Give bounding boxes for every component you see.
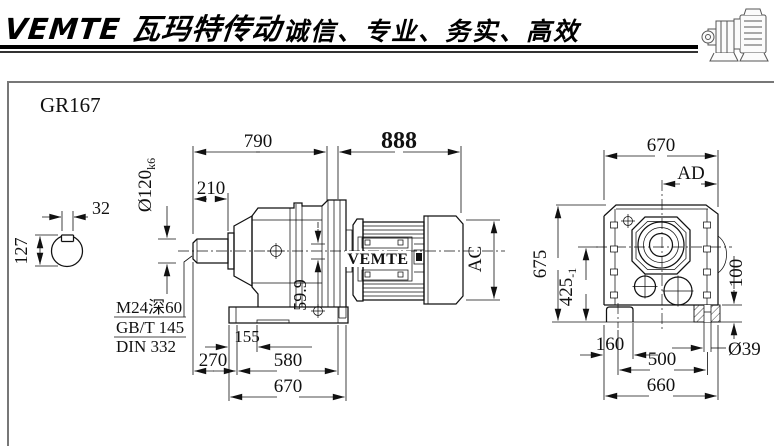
dim-790: 790: [244, 131, 273, 152]
gearmotor-logo-icon: [701, 8, 769, 62]
dim-425: 425-1: [556, 268, 579, 307]
dim-580: 580: [274, 350, 303, 371]
dim-160: 160: [596, 334, 625, 355]
dim-ac: AC: [465, 246, 486, 272]
tap-note-line2: GB/T 145: [116, 318, 184, 337]
motor-brand-label: VEMTE: [347, 251, 408, 268]
header-divider-thick: [0, 45, 698, 49]
dim-shaft-diameter: Ø120k6: [135, 158, 158, 212]
dim-670-side: 670: [274, 376, 303, 397]
dim-59-9: 59.9: [290, 279, 310, 311]
dim-675: 675: [530, 250, 551, 279]
brand-slogan: 诚信、专业、务实、高效: [283, 17, 581, 46]
dim-210: 210: [197, 178, 226, 199]
dim-key-height: 127: [11, 238, 31, 265]
dim-500: 500: [648, 349, 677, 370]
dim-670-end: 670: [647, 135, 676, 156]
model-label: GR167: [40, 93, 101, 117]
dim-660: 660: [647, 375, 676, 396]
oil-plug-icon: [267, 243, 285, 259]
rib-marks: [610, 221, 711, 299]
drain-plug-icon: [311, 304, 325, 318]
header-divider-thin: [0, 51, 698, 53]
end-view: 670 AD 675 425-1 100 160: [530, 135, 761, 400]
dim-270: 270: [199, 350, 228, 371]
sheet-frame: [7, 81, 774, 446]
dim-155: 155: [234, 327, 260, 346]
dim-888-highlight: 888: [381, 128, 417, 154]
tap-note-line1: M24深60: [116, 298, 182, 317]
shaft-section-view: 32 127: [11, 198, 110, 268]
tap-note-line3: DIN 332: [116, 337, 176, 356]
dim-ad: AD: [677, 163, 704, 184]
dim-key-width: 32: [92, 198, 110, 218]
dim-100: 100: [726, 259, 747, 288]
dim-39: Ø39: [728, 339, 761, 360]
side-view: 59.9 VEMTE: [114, 128, 505, 401]
vent-plug-icon: [621, 214, 635, 228]
tapped-hole-note: M24深60 GB/T 145 DIN 332: [114, 255, 193, 356]
